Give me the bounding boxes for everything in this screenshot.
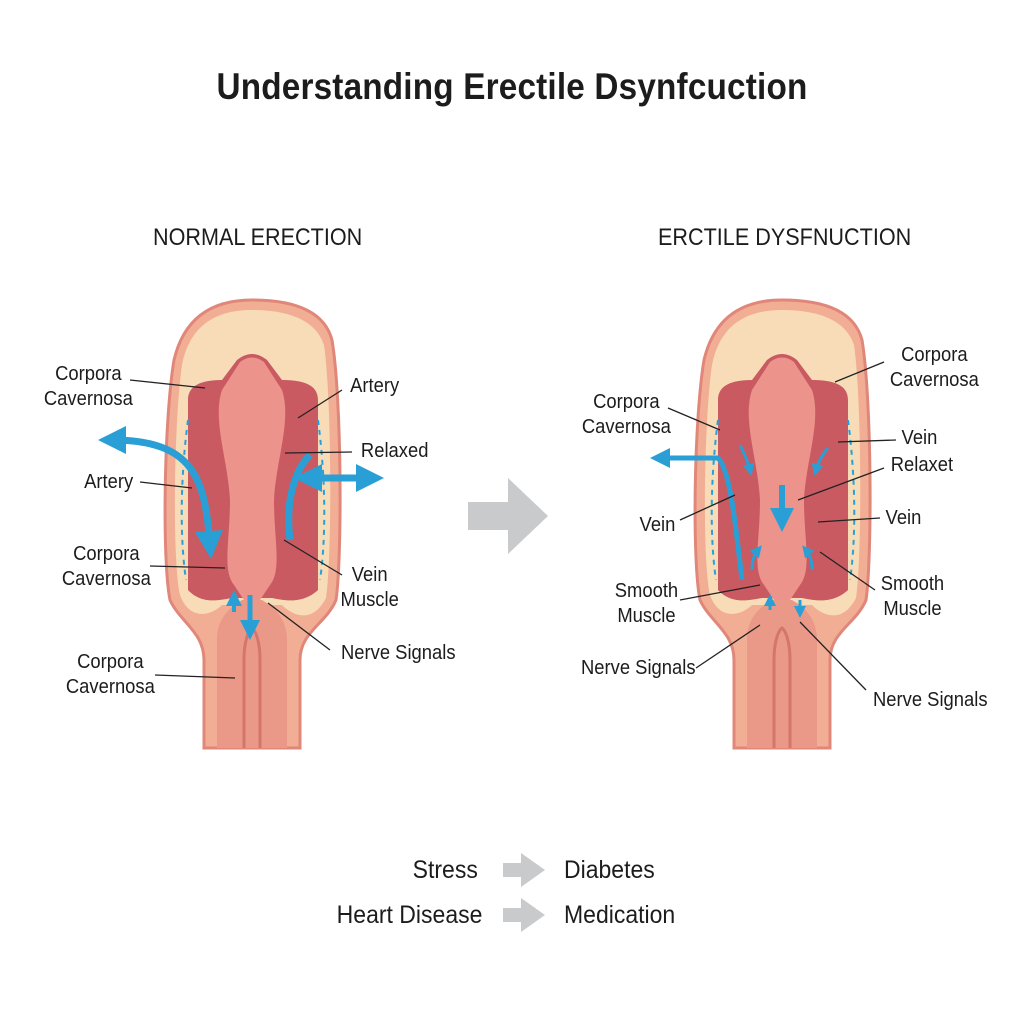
- cause-stress: Stress: [412, 856, 478, 884]
- transition-arrow: [468, 478, 548, 554]
- cause-arrow-2: [503, 898, 545, 932]
- label-vein: Vein: [639, 514, 676, 536]
- label-relaxet: Relaxet: [890, 454, 954, 476]
- cause-medication: Medication: [564, 901, 676, 929]
- label-artery: Artery: [350, 375, 400, 397]
- leader-lines: [129, 361, 897, 691]
- label-vein: Vein: [901, 427, 938, 449]
- label-vein: Vein: [885, 507, 922, 529]
- label-relaxed: Relaxed: [360, 440, 429, 462]
- label-artery: Artery: [84, 471, 134, 493]
- ed-organ-illustration: [693, 298, 872, 750]
- label-nerve-signals: Nerve Signals: [872, 689, 988, 711]
- label-nerve-signals: Nerve Signals: [340, 642, 456, 664]
- ed-blood-flow-arrows: [650, 444, 830, 618]
- normal-heading: NORMAL ERECTION: [153, 224, 363, 251]
- cause-heart-disease: Heart Disease: [336, 901, 482, 929]
- cause-arrow-1: [503, 853, 545, 887]
- ed-heading: ERCTILE DYSFNUCTION: [658, 224, 912, 251]
- cause-diabetes: Diabetes: [564, 856, 655, 884]
- normal-blood-flow-arrows: [98, 426, 384, 640]
- label-nerve-signals: Nerve Signals: [580, 657, 696, 679]
- normal-organ-illustration: [163, 298, 342, 750]
- page-title: Understanding Erectile Dsynfcuction: [216, 66, 808, 107]
